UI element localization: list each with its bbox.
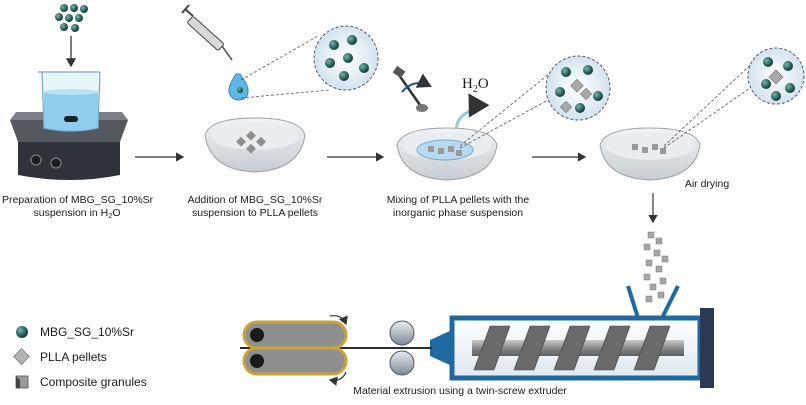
step1-caption: Preparation of MBG_SG_10%Sr suspension i…: [2, 194, 154, 222]
h2o-label: H2O: [462, 76, 489, 95]
composite-cube-icon: [15, 375, 29, 389]
zoom-line: [459, 64, 561, 147]
bioglass-particles-falling: [55, 4, 88, 32]
zoom-circle-composite: [747, 47, 805, 105]
zoom-circle-suspension: [313, 25, 379, 91]
extruder-screw-flights: [473, 325, 671, 371]
step1-caption-line2: suspension in H2O: [33, 207, 121, 221]
zoom-line: [459, 99, 549, 149]
step1-caption-line1: Preparation of MBG_SG_10%Sr: [2, 194, 154, 206]
spatula-icon: [392, 65, 432, 112]
legend-label-composite: Composite granules: [40, 375, 147, 389]
step2-caption-line2: suspension to PLLA pellets: [191, 207, 319, 219]
teal-sphere-icon: [16, 326, 28, 338]
legend-label-pellets: PLLA pellets: [40, 350, 107, 364]
legend-icons: [13, 326, 30, 389]
falling-granules: [643, 231, 669, 303]
syringe-icon: [181, 4, 233, 61]
step2-caption-line1: Addition of MBG_SG_10%Sr: [187, 194, 323, 206]
droplet-icon: [228, 73, 249, 101]
zoom-circle-mixing: [545, 55, 611, 121]
petri-dish-with-pellets: [204, 117, 306, 173]
step3-caption-line2: inorganic phase suspension: [392, 207, 524, 219]
zoom-line: [240, 89, 331, 99]
extrusion-caption: Material extrusion using a twin-screw ex…: [353, 385, 567, 397]
beaker: [38, 71, 101, 132]
step3-caption-line1: Mixing of PLLA pellets with the: [386, 194, 530, 206]
step4-caption: Air drying: [672, 178, 742, 191]
zoom-line: [240, 35, 319, 81]
pull-rollers: [389, 320, 415, 376]
step2-caption: Addition of MBG_SG_10%Sr suspension to P…: [180, 194, 330, 220]
zoom-line: [663, 53, 763, 147]
conveyor-belt: [242, 315, 348, 386]
step3-caption: Mixing of PLLA pellets with the inorgani…: [374, 194, 542, 220]
grey-diamond-icon: [13, 348, 30, 365]
zoom-line: [663, 87, 751, 149]
legend-label-bioglass: MBG_SG_10%Sr: [40, 325, 135, 339]
petri-dish-drying: [599, 127, 701, 181]
step4-caption-line1: Air drying: [684, 178, 730, 190]
